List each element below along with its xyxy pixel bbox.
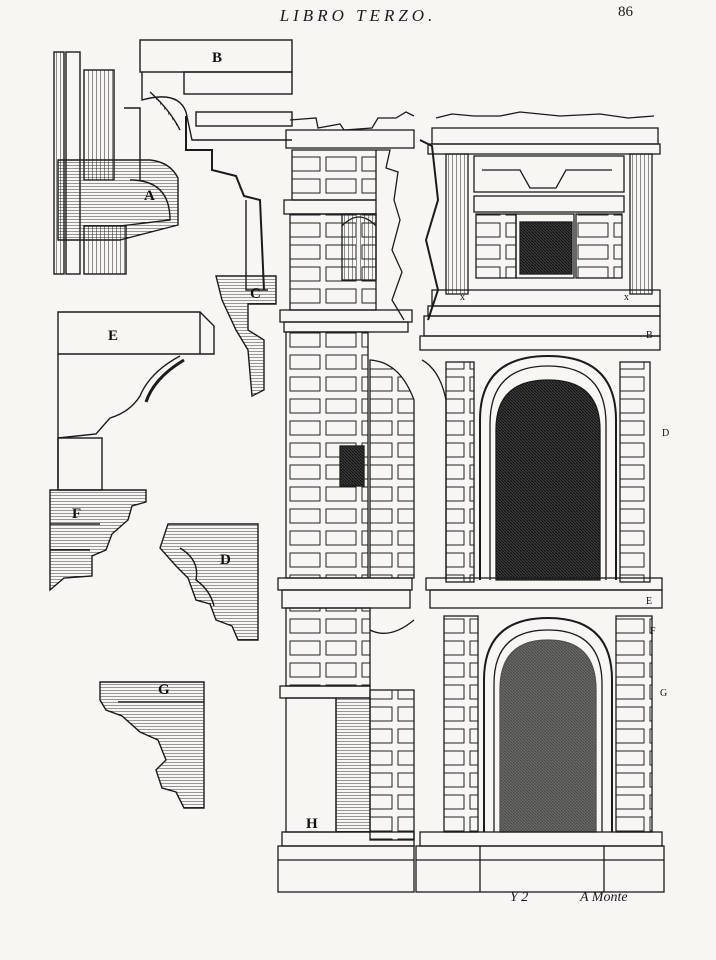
elevation-label-x-right: x (624, 292, 629, 303)
moulding-d (159, 523, 259, 641)
elevation-label-d: D (662, 428, 669, 439)
moulding-e (57, 311, 215, 491)
elevation-label-f: F (650, 626, 656, 637)
moulding-b (139, 39, 293, 291)
running-header: LIBRO TERZO. (279, 6, 437, 25)
moulding-label-a: A (144, 188, 155, 204)
catchword: A Monte (580, 890, 628, 905)
moulding-label-d: D (220, 552, 231, 568)
moulding-label-g: G (158, 682, 170, 698)
elevation-label-e: E (646, 596, 652, 607)
elevation-label-h: H (306, 816, 318, 832)
moulding-f (49, 489, 147, 592)
elevation-right-facade (415, 111, 665, 893)
moulding-label-b: B (212, 50, 222, 66)
moulding-g (99, 681, 205, 809)
page-number: 86 (618, 4, 633, 20)
moulding-label-e: E (108, 328, 118, 344)
moulding-label-f: F (72, 506, 81, 522)
elevation-left-pier (277, 111, 415, 893)
moulding-label-c: C (250, 286, 261, 302)
elevation-label-g: G (660, 688, 667, 699)
moulding-c (215, 275, 277, 398)
elevation-label-x-left: x (460, 292, 465, 303)
signature-mark: Y 2 (510, 890, 529, 905)
elevation-label-b: B (646, 330, 653, 341)
moulding-a (53, 51, 179, 275)
